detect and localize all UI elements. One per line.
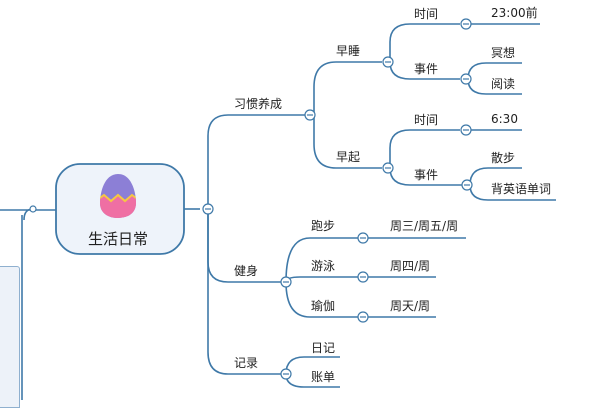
topic-wake-early[interactable]: 早起: [336, 150, 361, 164]
collapse-button-sleep-event[interactable]: [460, 73, 472, 85]
collapse-button-swim[interactable]: [357, 271, 369, 283]
topic-run[interactable]: 跑步: [311, 219, 336, 233]
topic-sleep-time[interactable]: 时间: [414, 7, 439, 21]
easter-egg-icon: [100, 174, 136, 218]
collapse-button-root-left[interactable]: [29, 205, 37, 213]
link-sleep-early: [313, 61, 382, 115]
link-run: [285, 237, 358, 283]
collapse-button-fitness[interactable]: [280, 276, 292, 288]
topic-swim-schedule[interactable]: 周四/周: [390, 259, 431, 273]
topic-sleep-time-value[interactable]: 23:00前: [491, 6, 538, 20]
topic-fitness[interactable]: 健身: [234, 264, 259, 278]
topic-read[interactable]: 阅读: [491, 77, 516, 91]
collapse-button-wake-event[interactable]: [461, 179, 473, 191]
collapse-button-wake-time[interactable]: [460, 124, 472, 136]
topic-diary[interactable]: 日记: [311, 341, 336, 355]
topic-wake-time[interactable]: 时间: [414, 113, 439, 127]
link-branch-records: [207, 210, 282, 375]
topic-swim[interactable]: 游泳: [311, 259, 336, 273]
collapse-button-yoga[interactable]: [357, 311, 369, 323]
collapse-button-records[interactable]: [280, 368, 292, 380]
link-branch-habits: [207, 114, 306, 208]
link-wake-early: [313, 115, 382, 169]
topic-meditate[interactable]: 冥想: [491, 46, 516, 60]
topic-wake-event[interactable]: 事件: [414, 168, 439, 182]
collapse-button-wake-early[interactable]: [382, 162, 394, 174]
collapse-button-habits[interactable]: [304, 109, 316, 121]
root-topic-label[interactable]: 生活日常: [88, 230, 149, 248]
link-sleep-time: [389, 23, 460, 62]
topic-records[interactable]: 记录: [234, 356, 259, 370]
link-swim: [285, 276, 358, 283]
topic-habits[interactable]: 习惯养成: [234, 97, 283, 111]
topic-yoga[interactable]: 瑜伽: [311, 299, 336, 313]
collapse-button-sleep-time[interactable]: [460, 18, 472, 30]
topic-english-words[interactable]: 背英语单词: [491, 182, 552, 196]
link-wake-time: [389, 129, 460, 168]
topic-yoga-schedule[interactable]: 周天/周: [390, 299, 431, 313]
topic-sleep-early[interactable]: 早睡: [336, 44, 361, 58]
collapse-button-sleep-early[interactable]: [382, 56, 394, 68]
topic-sleep-event[interactable]: 事件: [414, 62, 439, 76]
collapse-button-run[interactable]: [357, 232, 369, 244]
topic-bill[interactable]: 账单: [311, 370, 336, 384]
topic-walk[interactable]: 散步: [491, 151, 516, 165]
collapse-button-root[interactable]: [202, 203, 214, 215]
topic-wake-time-value[interactable]: 6:30: [491, 112, 518, 126]
topic-run-schedule[interactable]: 周三/周五/周: [390, 219, 459, 233]
link-yoga: [285, 281, 358, 318]
